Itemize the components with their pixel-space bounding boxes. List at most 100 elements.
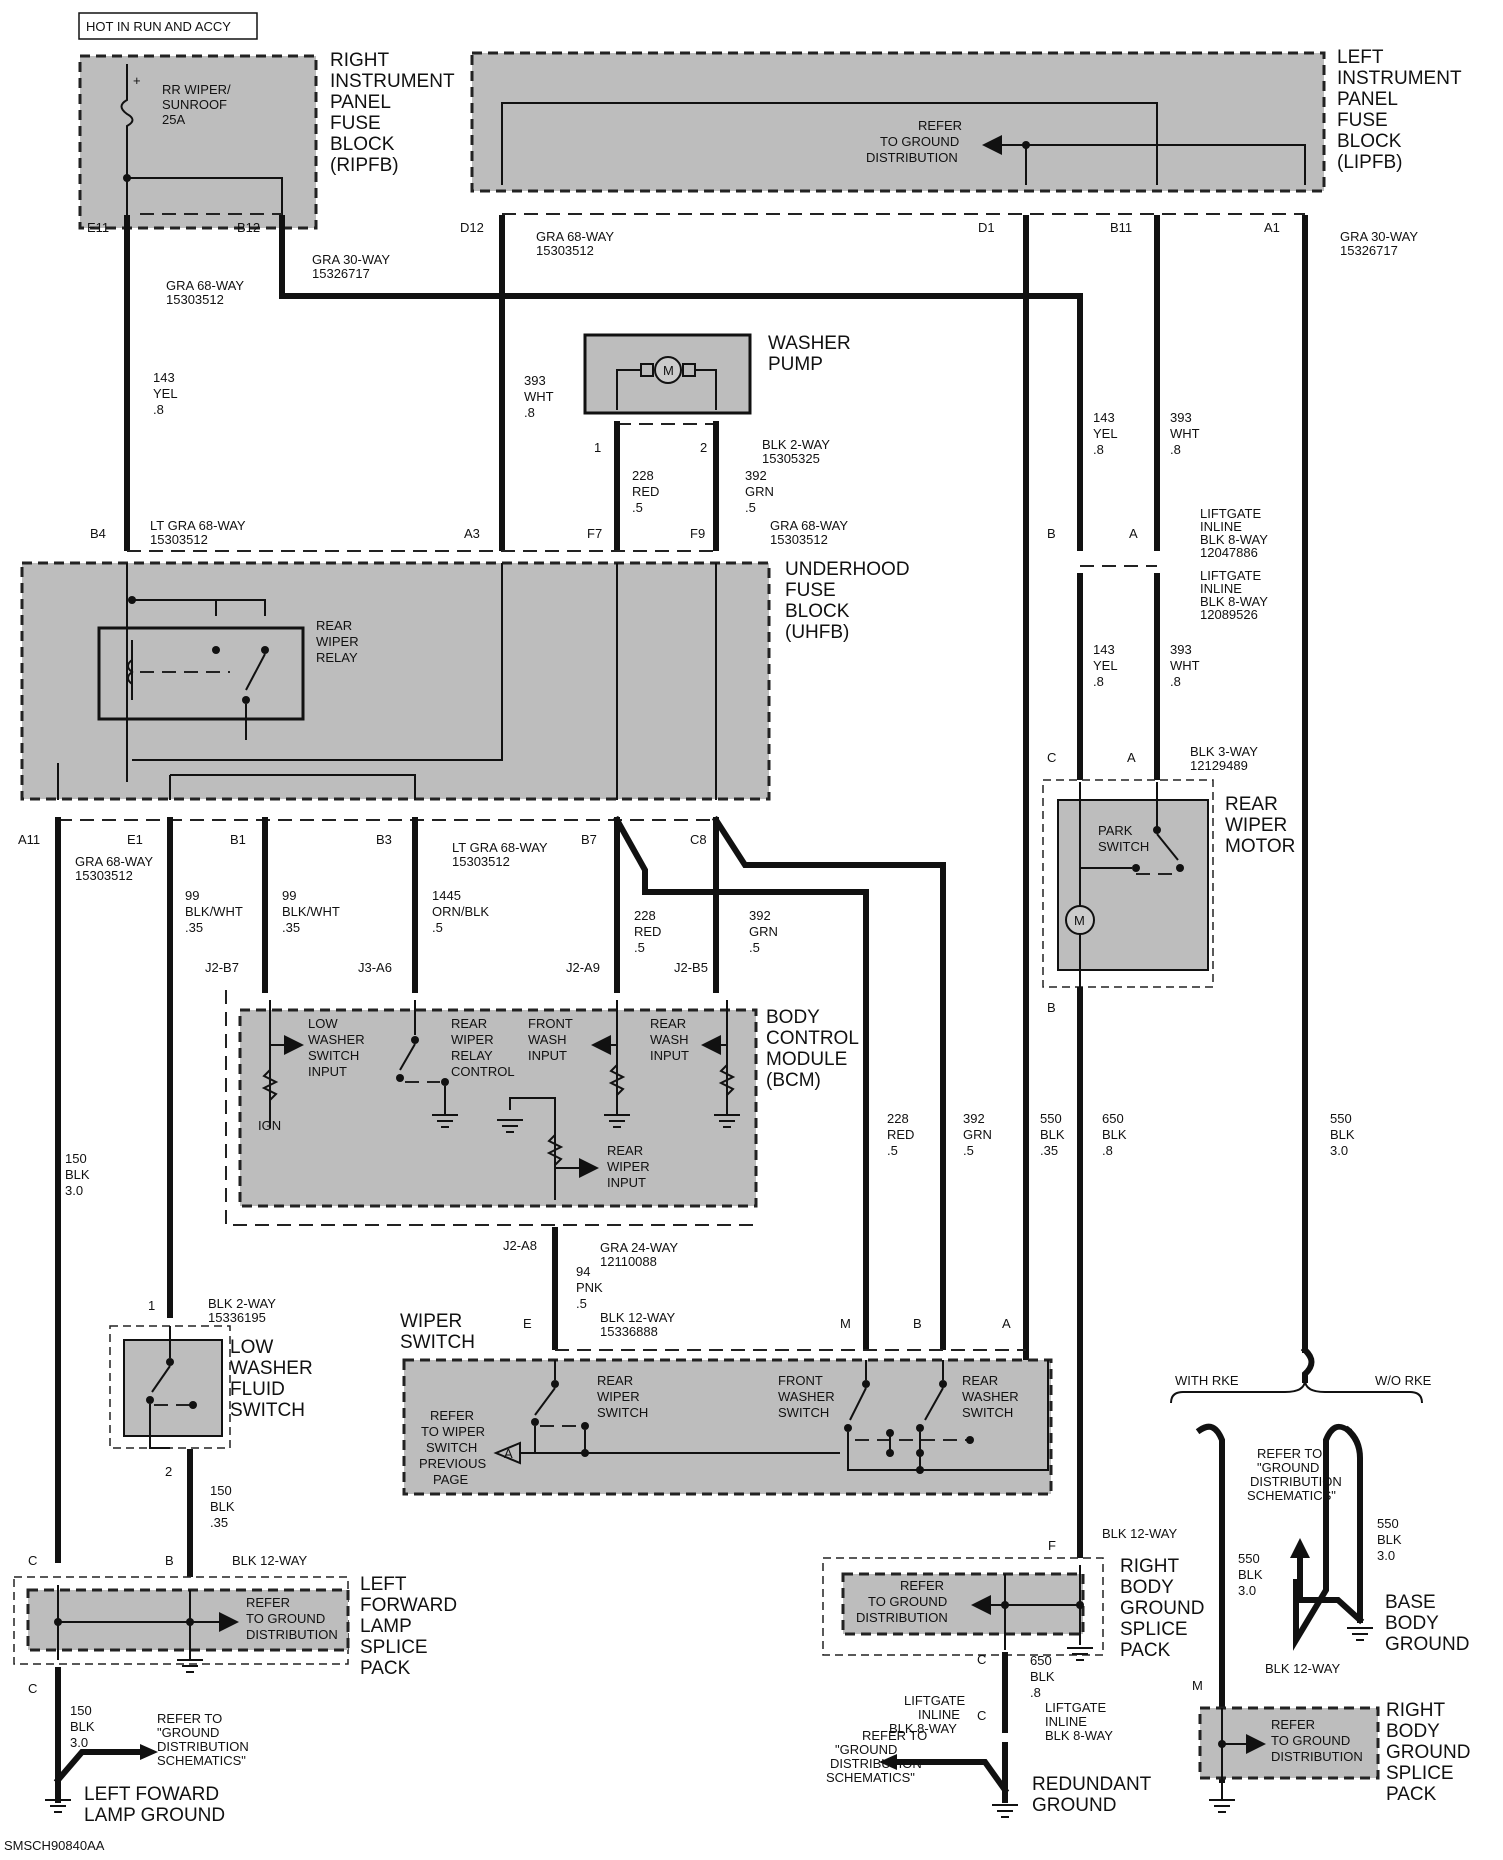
bcm-block [225, 990, 758, 1226]
svg-text:GROUND: GROUND [1385, 1634, 1469, 1655]
svg-text:B3: B3 [376, 832, 392, 847]
svg-text:12110088: 12110088 [600, 1254, 657, 1269]
svg-text:B4: B4 [90, 526, 106, 541]
svg-text:.5: .5 [576, 1296, 587, 1311]
svg-text:GROUND: GROUND [1032, 1795, 1116, 1816]
svg-text:RIGHT: RIGHT [1120, 1556, 1180, 1577]
svg-text:BODY: BODY [1386, 1721, 1440, 1742]
svg-text:SWITCH: SWITCH [400, 1332, 475, 1353]
svg-text:PAGE: PAGE [433, 1472, 468, 1487]
svg-text:PACK: PACK [1120, 1640, 1171, 1661]
svg-text:.8: .8 [1102, 1143, 1113, 1158]
svg-text:C: C [1047, 750, 1056, 765]
svg-text:15336888: 15336888 [600, 1324, 658, 1339]
svg-text:LAMP: LAMP [360, 1616, 412, 1637]
svg-text:FUSE: FUSE [1337, 110, 1388, 131]
svg-text:TO WIPER: TO WIPER [421, 1424, 485, 1439]
svg-text:15326717: 15326717 [1340, 243, 1398, 258]
svg-text:REFER TO: REFER TO [1257, 1446, 1322, 1461]
svg-text:GRA 68-WAY: GRA 68-WAY [536, 229, 614, 244]
svg-text:WIPER: WIPER [1225, 815, 1287, 836]
svg-text:650: 650 [1102, 1111, 1124, 1126]
svg-text:BODY: BODY [1120, 1577, 1174, 1598]
svg-text:GRA 24-WAY: GRA 24-WAY [600, 1240, 678, 1255]
svg-text:FLUID: FLUID [230, 1379, 285, 1400]
low-washer-fluid-switch [109, 1325, 231, 1449]
svg-text:12089526: 12089526 [1200, 607, 1258, 622]
svg-text:BLOCK: BLOCK [785, 601, 850, 622]
svg-text:GROUND: GROUND [1120, 1598, 1204, 1619]
svg-text:RIGHT: RIGHT [330, 50, 390, 71]
svg-text:CONTROL: CONTROL [766, 1028, 859, 1049]
svg-text:"GROUND: "GROUND [1257, 1460, 1319, 1475]
uhfb-block [20, 561, 771, 801]
fuse-plus: + [133, 73, 141, 88]
svg-text:DISTRIBUTION: DISTRIBUTION [856, 1610, 948, 1625]
svg-text:393: 393 [1170, 410, 1192, 425]
svg-text:94: 94 [576, 1264, 590, 1279]
svg-text:BLK: BLK [1102, 1127, 1127, 1142]
svg-text:.5: .5 [887, 1143, 898, 1158]
svg-text:TO GROUND: TO GROUND [1271, 1733, 1350, 1748]
svg-text:BLK: BLK [65, 1167, 90, 1182]
svg-text:1: 1 [594, 440, 601, 455]
svg-text:.35: .35 [210, 1515, 228, 1530]
svg-text:"GROUND: "GROUND [835, 1742, 897, 1757]
svg-text:.8: .8 [524, 405, 535, 420]
svg-text:.35: .35 [185, 920, 203, 935]
svg-text:RED: RED [634, 924, 661, 939]
svg-text:REFER TO: REFER TO [157, 1711, 222, 1726]
svg-text:99: 99 [282, 888, 296, 903]
ripfb-block: + RR WIPER/ SUNROOF 25A [78, 54, 318, 230]
svg-text:GRA 30-WAY: GRA 30-WAY [1340, 229, 1418, 244]
svg-text:LEFT: LEFT [360, 1574, 407, 1595]
svg-text:INLINE: INLINE [918, 1707, 960, 1722]
rb-splice-2-label: RIGHT BODY GROUND SPLICE PACK [1386, 1700, 1470, 1805]
svg-text:BLK 2-WAY: BLK 2-WAY [208, 1296, 276, 1311]
svg-text:WASH: WASH [650, 1032, 689, 1047]
svg-text:BLOCK: BLOCK [330, 134, 395, 155]
svg-text:BLOCK: BLOCK [1337, 131, 1402, 152]
svg-text:BLK 8-WAY: BLK 8-WAY [1045, 1728, 1113, 1743]
svg-text:BLK: BLK [70, 1719, 95, 1734]
svg-text:550: 550 [1330, 1111, 1352, 1126]
svg-text:650: 650 [1030, 1653, 1052, 1668]
svg-text:25A: 25A [162, 112, 185, 127]
svg-text:BLK 12-WAY: BLK 12-WAY [232, 1553, 307, 1568]
ripfb-label: RIGHT INSTRUMENT PANEL FUSE BLOCK (RIPFB… [330, 50, 455, 176]
svg-text:B1: B1 [230, 832, 246, 847]
svg-text:.8: .8 [1030, 1685, 1041, 1700]
wiper-switch-label: WIPER [400, 1311, 462, 1332]
svg-text:GRA 68-WAY: GRA 68-WAY [770, 518, 848, 533]
svg-text:BLK 2-WAY: BLK 2-WAY [762, 437, 830, 452]
svg-text:A: A [1002, 1316, 1011, 1331]
svg-text:550: 550 [1377, 1516, 1399, 1531]
svg-text:WASHER: WASHER [778, 1389, 835, 1404]
svg-text:YEL: YEL [1093, 658, 1118, 673]
svg-text:REAR: REAR [316, 618, 352, 633]
svg-text:B7: B7 [581, 832, 597, 847]
svg-text:15336195: 15336195 [208, 1310, 266, 1325]
svg-text:.5: .5 [634, 940, 645, 955]
svg-text:J2-B5: J2-B5 [674, 960, 708, 975]
svg-text:BLK/WHT: BLK/WHT [282, 904, 340, 919]
svg-text:228: 228 [634, 908, 656, 923]
svg-text:M: M [840, 1316, 851, 1331]
svg-text:GRA 68-WAY: GRA 68-WAY [75, 854, 153, 869]
svg-text:BLK 3-WAY: BLK 3-WAY [1190, 744, 1258, 759]
svg-text:392: 392 [963, 1111, 985, 1126]
svg-text:.8: .8 [153, 402, 164, 417]
svg-text:WIPER: WIPER [607, 1159, 650, 1174]
svg-text:LT GRA 68-WAY: LT GRA 68-WAY [150, 518, 246, 533]
svg-text:C: C [28, 1681, 37, 1696]
svg-text:INSTRUMENT: INSTRUMENT [330, 71, 455, 92]
svg-text:SPLICE: SPLICE [1386, 1763, 1454, 1784]
svg-text:REAR: REAR [650, 1016, 686, 1031]
svg-text:393: 393 [1170, 642, 1192, 657]
svg-text:BLK: BLK [1040, 1127, 1065, 1142]
wiper-switch-block [402, 1358, 1053, 1496]
svg-text:PARK: PARK [1098, 823, 1133, 838]
svg-text:WASHER: WASHER [962, 1389, 1019, 1404]
svg-text:INSTRUMENT: INSTRUMENT [1337, 68, 1462, 89]
